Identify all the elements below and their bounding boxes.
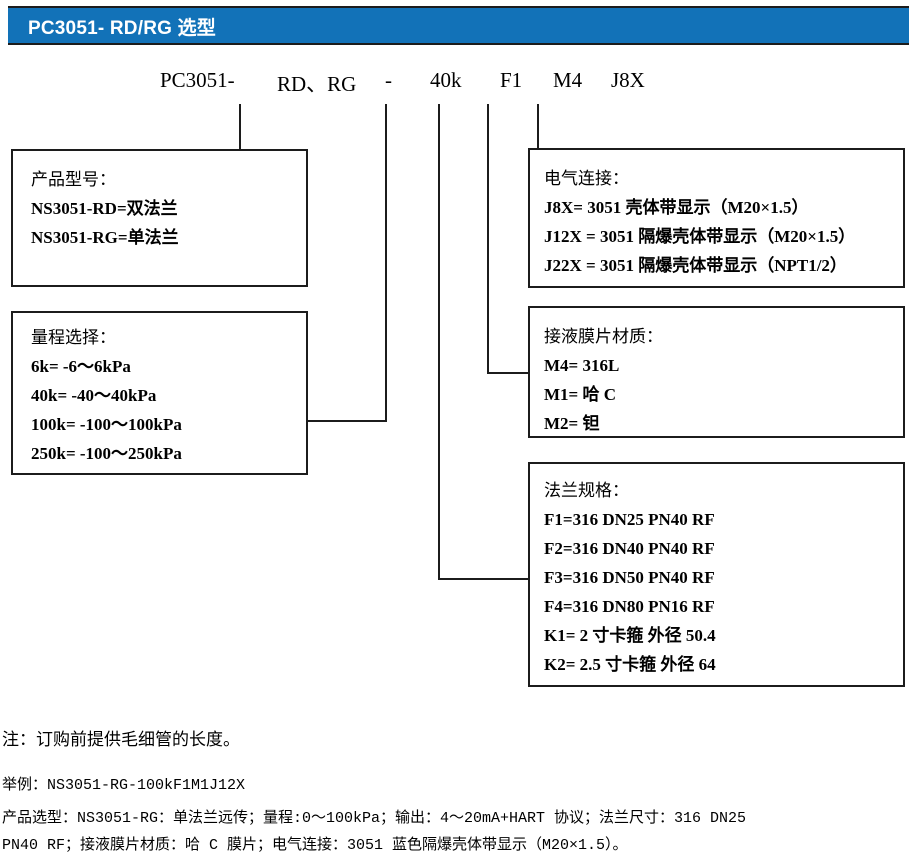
header-rule-top [8,6,909,8]
code-segment-type: RD、RG [277,72,357,96]
box-range-selection: 量程选择： 6k= -6～6kPa 40k= -40～40kPa 100k= -… [11,311,308,475]
box-material-title: 接液膜片材质： [544,327,663,346]
box-material-line-3: M2= 钽 [544,414,600,433]
leader-range-elbow [307,420,387,422]
footer-example: 举例：NS3051-RG-100kF1M1J12X [2,777,246,794]
leader-flange-elbow [438,578,528,580]
leader-flange-vertical [438,104,440,580]
header-rule-bottom [8,43,909,45]
box-material-line-2: M1= 哈 C [544,385,617,404]
box-flange-spec: 法兰规格： F1=316 DN25 PN40 RF F2=316 DN40 PN… [528,462,905,687]
box-range-line-1: 6k= -6～6kPa [31,357,131,376]
box-material-line-1: M4= 316L [544,356,620,375]
box-range-line-4: 250k= -100～250kPa [31,444,182,463]
code-segment-range: 40k [430,68,462,92]
page-title: PC3051- RD/RG 选型 [28,18,216,39]
code-segment-flange: F1 [500,68,523,92]
box-electrical-line-3: J22X = 3051 隔爆壳体带显示（NPT1/2） [544,256,847,275]
box-flange-line-2: F2=316 DN40 PN40 RF [544,539,715,558]
box-range-line-3: 100k= -100～100kPa [31,415,182,434]
box-electrical-line-2: J12X = 3051 隔爆壳体带显示（M20×1.5） [544,227,856,246]
box-range-title: 量程选择： [31,328,116,347]
code-segment-prefix: PC3051- [160,68,235,92]
box-electrical-line-1: J8X= 3051 壳体带显示（M20×1.5） [544,198,809,217]
box-flange-line-3: F3=316 DN50 PN40 RF [544,568,715,587]
box-product-model-line-2: NS3051-RG=单法兰 [31,228,179,247]
box-flange-line-5: K1= 2 寸卡箍 外径 50.4 [544,626,716,645]
code-segment-material: M4 [553,68,583,92]
header-bar [8,8,909,43]
code-segment-dash: - [385,68,392,92]
box-flange-line-6: K2= 2.5 寸卡箍 外径 64 [544,655,716,674]
footer-note: 注：订购前提供毛细管的长度。 [2,730,240,749]
box-electrical-title: 电气连接： [544,169,629,188]
leader-product-model [239,104,241,156]
footer-selection-line-1: 产品选型：NS3051-RG：单法兰远传；量程:0～100kPa；输出：4～20… [2,810,747,827]
box-diaphragm-material: 接液膜片材质： M4= 316L M1= 哈 C M2= 钽 [528,306,905,438]
leader-material-elbow [487,372,529,374]
leader-material-vertical [487,104,489,374]
box-product-model: 产品型号： NS3051-RD=双法兰 NS3051-RG=单法兰 [11,149,308,287]
leader-electrical [537,104,539,148]
box-flange-line-1: F1=316 DN25 PN40 RF [544,510,715,529]
box-flange-line-4: F4=316 DN80 PN16 RF [544,597,715,616]
code-segment-electrical: J8X [611,68,645,92]
box-flange-title: 法兰规格： [544,481,629,500]
box-product-model-title: 产品型号： [31,170,116,189]
leader-range-vertical [385,104,387,422]
box-electrical-connection: 电气连接： J8X= 3051 壳体带显示（M20×1.5） J12X = 30… [528,148,905,288]
box-range-line-2: 40k= -40～40kPa [31,386,157,405]
box-product-model-line-1: NS3051-RD=双法兰 [31,199,178,218]
footer-selection-line-2: PN40 RF；接液膜片材质：哈 C 膜片；电气连接：3051 蓝色隔爆壳体带显… [2,837,628,854]
model-code-row: PC3051- RD、RG - 40k F1 M4 J8X [0,68,917,96]
